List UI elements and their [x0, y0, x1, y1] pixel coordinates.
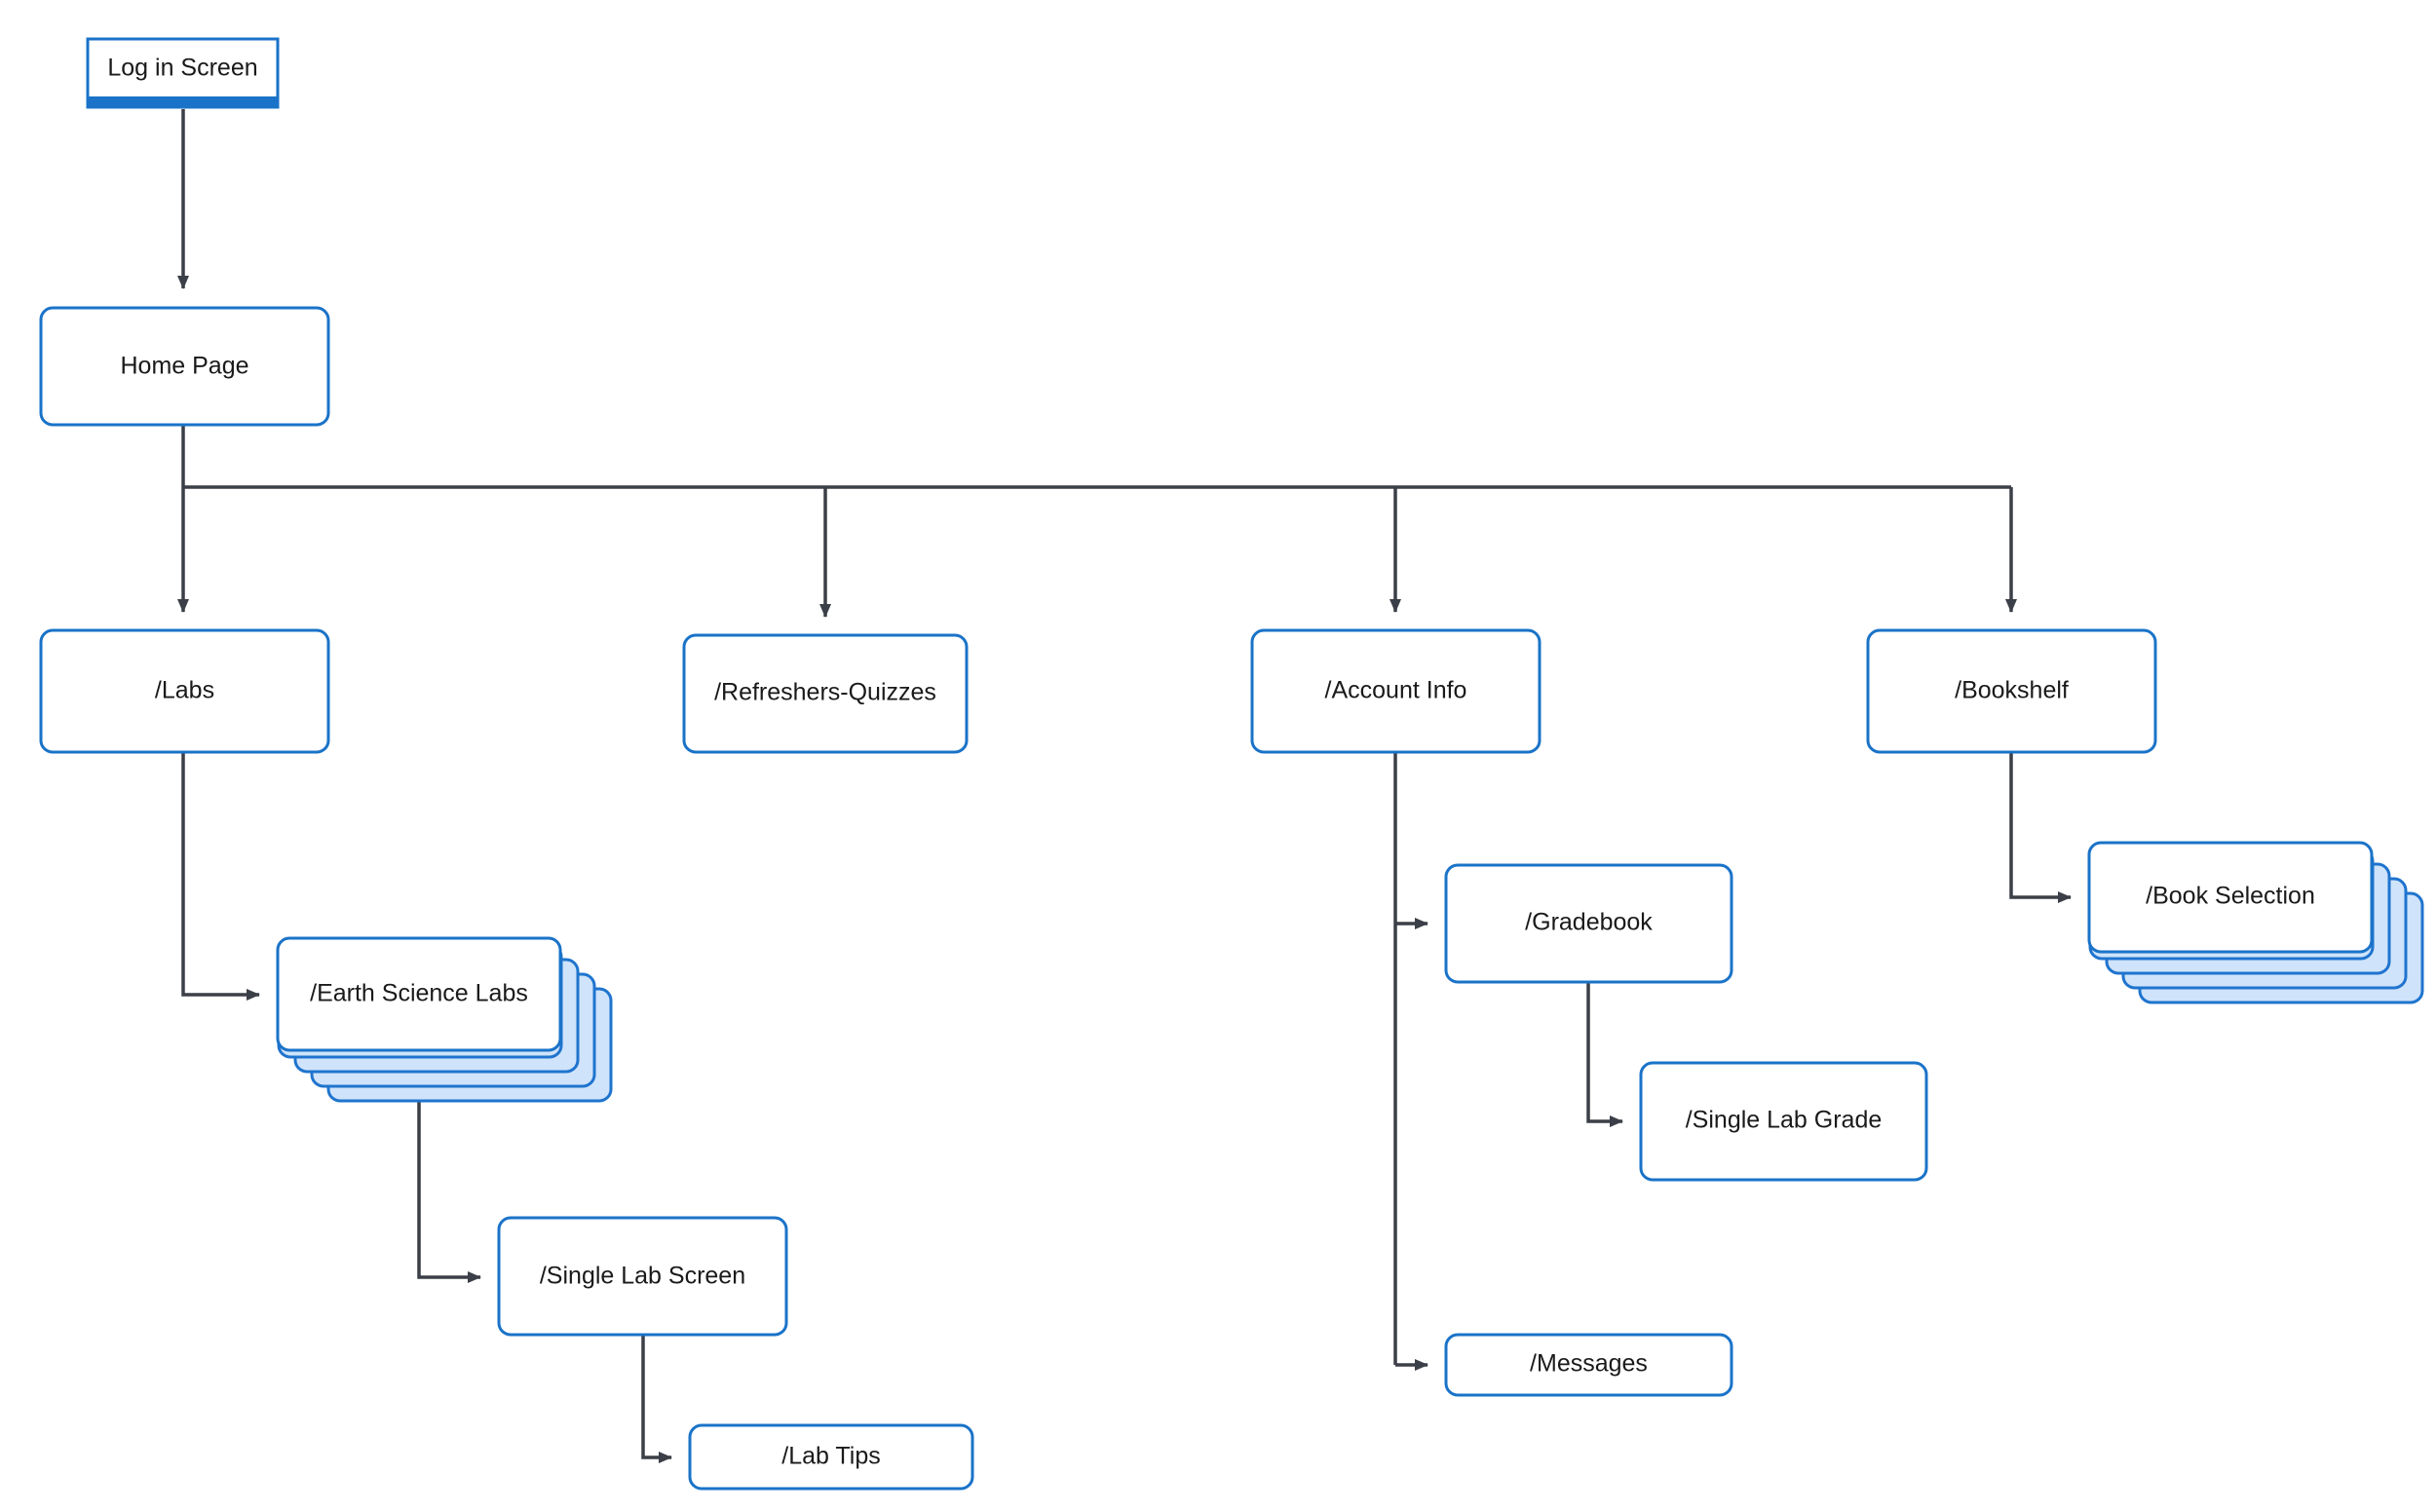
node-label-refreshers-quizzes: /Refreshers-Quizzes — [714, 679, 936, 706]
node-label-lab-tips: /Lab Tips — [781, 1443, 880, 1470]
edge-earth-science-labs-to-single-lab-screen — [417, 1050, 481, 1283]
node-account-info[interactable]: /Account Info — [1250, 628, 1542, 754]
node-label-log-in-screen: Log in Screen — [107, 55, 257, 82]
node-label-messages: /Messages — [1530, 1350, 1648, 1378]
node-single-lab-grade[interactable]: /Single Lab Grade — [1639, 1061, 1928, 1182]
node-labs[interactable]: /Labs — [39, 628, 330, 754]
node-bookshelf[interactable]: /Bookshelf — [1866, 628, 2157, 754]
node-label-account-info: /Account Info — [1325, 677, 1467, 704]
edge-single-lab-screen-to-lab-tips — [641, 1335, 672, 1463]
edge-labs-to-earth-science-labs — [181, 752, 260, 1001]
node-label-earth-science-labs: /Earth Science Labs — [310, 980, 528, 1007]
node-label-single-lab-grade: /Single Lab Grade — [1686, 1107, 1883, 1134]
node-label-labs: /Labs — [155, 677, 214, 704]
node-log-in-screen[interactable]: Log in Screen — [86, 37, 280, 109]
node-lab-tips[interactable]: /Lab Tips — [688, 1423, 974, 1491]
node-label-book-selection: /Book Selection — [2146, 883, 2315, 910]
node-home-page[interactable]: Home Page — [39, 306, 330, 427]
node-gradebook[interactable]: /Gradebook — [1444, 863, 1733, 984]
edge-gradebook-to-single-lab-grade — [1586, 982, 1623, 1127]
node-messages[interactable]: /Messages — [1444, 1333, 1733, 1397]
edge-account-info-trunk — [1393, 752, 1428, 1371]
edge-home-to-bus — [181, 425, 2011, 489]
node-earth-science-labs[interactable]: /Earth Science Labs — [276, 936, 613, 1103]
node-label-single-lab-screen: /Single Lab Screen — [540, 1263, 745, 1290]
node-label-bookshelf: /Bookshelf — [1955, 677, 2069, 704]
node-label-home-page: Home Page — [120, 353, 248, 380]
node-label-gradebook: /Gradebook — [1525, 909, 1653, 936]
edge-bookshelf-to-book-selection — [2009, 752, 2072, 903]
node-single-lab-screen[interactable]: /Single Lab Screen — [497, 1216, 788, 1337]
node-refreshers-quizzes[interactable]: /Refreshers-Quizzes — [682, 633, 969, 754]
node-book-selection[interactable]: /Book Selection — [2087, 841, 2424, 1004]
